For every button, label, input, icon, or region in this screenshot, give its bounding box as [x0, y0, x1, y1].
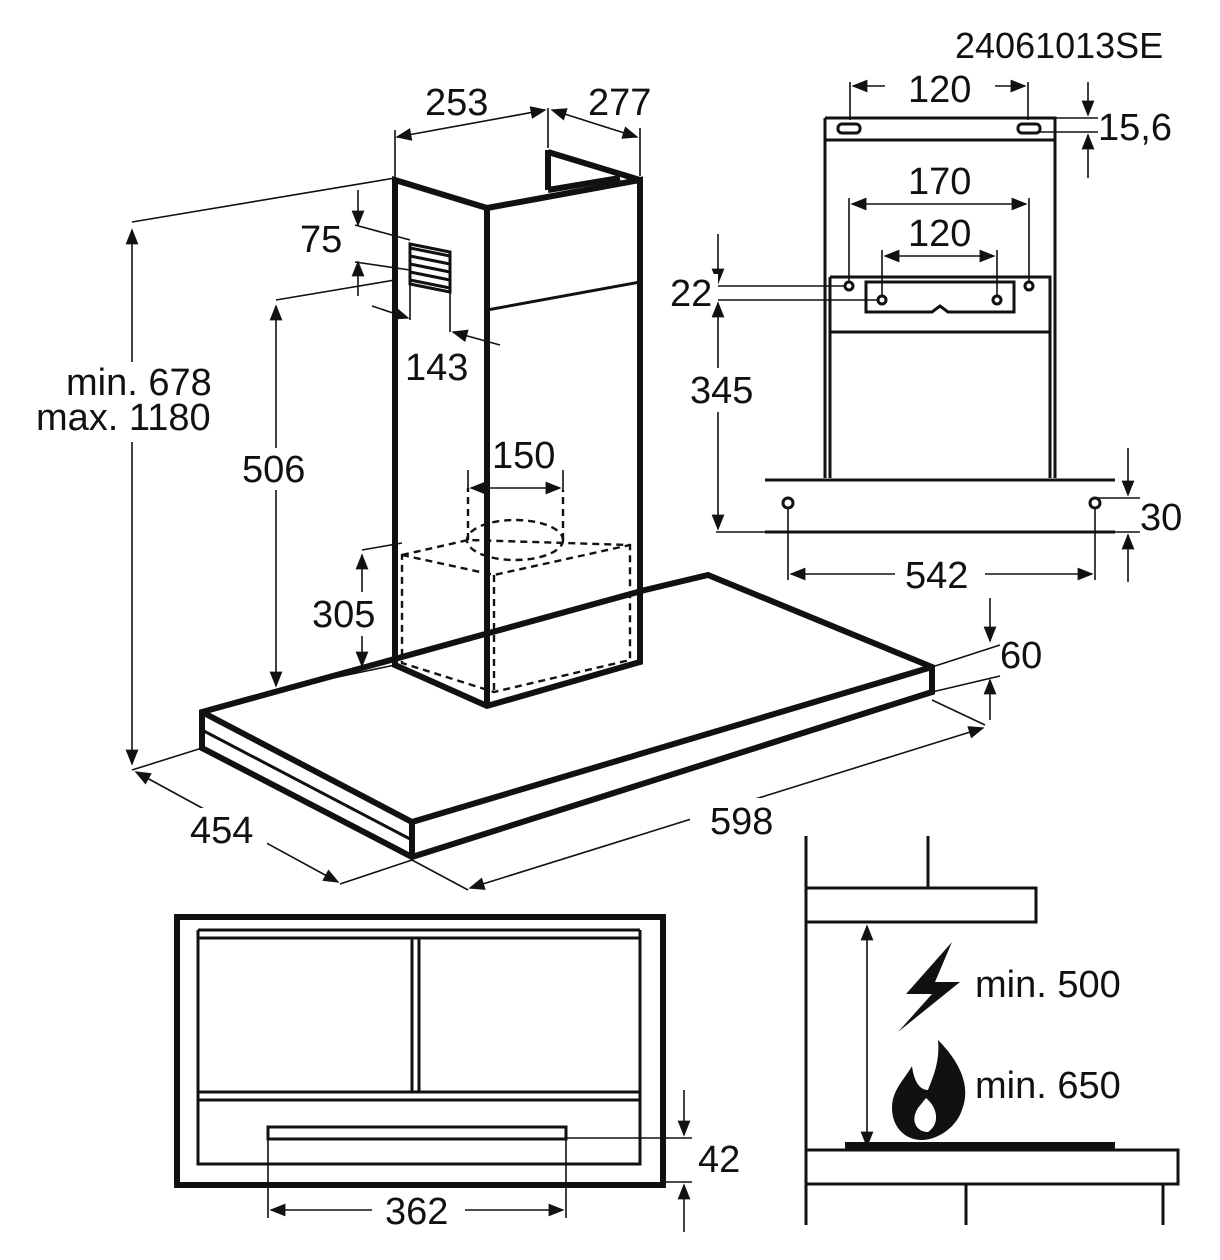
light-strip	[266, 1125, 568, 1141]
dim-hole-spacing-inner: 120	[908, 213, 971, 255]
dim-height-max: max. 1180	[36, 397, 211, 439]
dim-hole-spacing-outer: 170	[908, 161, 971, 203]
clearance-view: min. 500 min. 650	[804, 836, 1180, 1225]
dim-canopy-width: 598	[710, 801, 773, 843]
dim-motor-height: 305	[312, 594, 375, 636]
document-code: 24061013SE	[955, 25, 1163, 66]
dim-base-hole-spacing: 542	[905, 555, 968, 597]
dim-top-slot-spacing: 120	[908, 69, 971, 111]
main-isometric-view: 253 277 75 143 min. 678 max. 1180 506 15…	[36, 82, 1042, 891]
clearance-electric: min. 500	[975, 964, 1121, 1006]
dim-bracket-to-base: 345	[690, 370, 753, 412]
bracket-front-view: 120 15,6 170 120 22 345 30 542	[668, 69, 1182, 597]
dim-filter-edge: 42	[698, 1139, 740, 1181]
lightning-icon	[898, 942, 960, 1032]
dim-chimney-width: 253	[425, 82, 488, 124]
dim-top-slot-offset: 15,6	[1098, 107, 1172, 149]
dim-outlet-diameter: 150	[492, 435, 555, 477]
dim-filter-width: 362	[385, 1191, 448, 1233]
dim-bracket-height: 22	[670, 273, 712, 315]
motor-housing-dashed	[400, 488, 632, 694]
dim-height-min: min. 678	[66, 362, 212, 404]
dim-vent-depth: 143	[405, 347, 468, 389]
dim-canopy-thickness: 60	[1000, 635, 1042, 677]
clearance-gas: min. 650	[975, 1065, 1121, 1107]
dim-vent-offset: 75	[300, 219, 342, 261]
bottom-view: 42 362	[174, 914, 740, 1233]
canopy-bottom-outline	[174, 914, 666, 1188]
dim-canopy-depth: 454	[190, 810, 253, 852]
flame-icon	[892, 1040, 966, 1140]
dim-chimney-height: 506	[242, 449, 305, 491]
canopy-outline	[199, 571, 935, 861]
dim-base-hole-offset: 30	[1140, 497, 1182, 539]
vent-grille	[408, 242, 452, 294]
dim-chimney-depth: 277	[588, 82, 651, 124]
